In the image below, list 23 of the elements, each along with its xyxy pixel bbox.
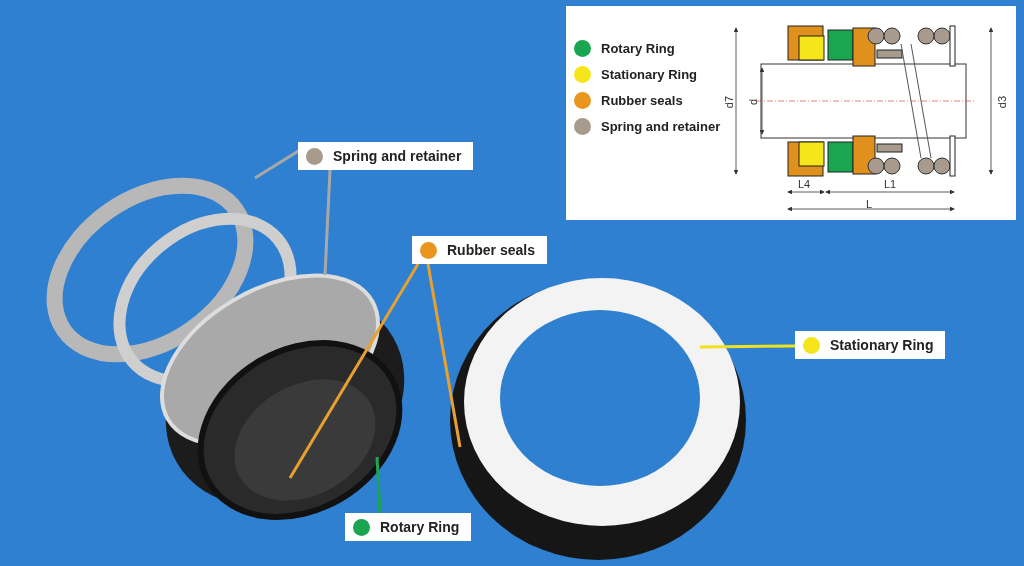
legend-label: Rotary Ring <box>601 41 675 56</box>
leader-line <box>323 169 332 276</box>
callout-label <box>345 513 472 541</box>
callout-text: Stationary Ring <box>830 337 934 353</box>
legend-label: Spring and retainer <box>601 119 721 134</box>
callout-label <box>298 142 474 170</box>
dimension-label: L <box>866 198 873 210</box>
dimension-label: d <box>747 98 760 106</box>
callout-text: Rubber seals <box>447 242 535 258</box>
callout-text: Rotary Ring <box>380 519 460 535</box>
callout-text: Spring and retainer <box>333 148 462 164</box>
legend-label: Stationary Ring <box>601 67 698 82</box>
callout-label <box>795 331 946 359</box>
dimension-label: d7 <box>723 95 736 109</box>
dimension-label: d3 <box>996 95 1009 109</box>
leader-line <box>288 263 420 479</box>
dimension-label: L4 <box>798 178 811 190</box>
leader-line <box>375 456 382 514</box>
legend-label: Rubber seals <box>601 93 683 108</box>
leader-line <box>700 344 795 349</box>
leader-line <box>426 263 462 448</box>
callout-label <box>412 236 547 264</box>
dimension-label: L1 <box>884 178 897 190</box>
